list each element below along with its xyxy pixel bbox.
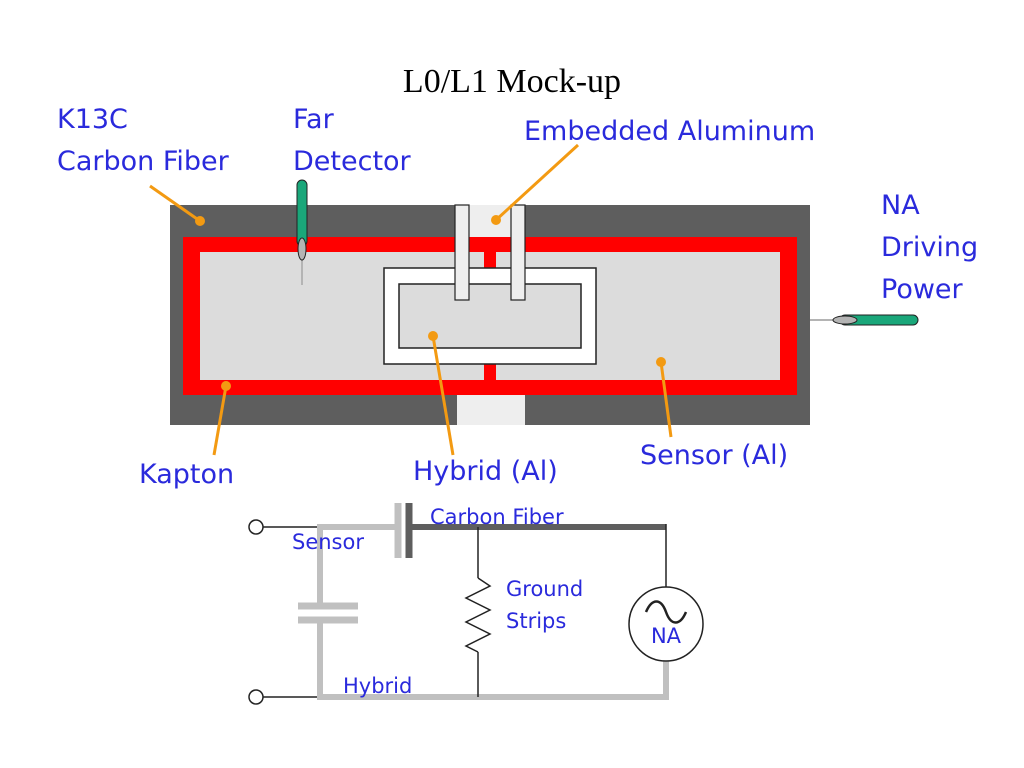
kapton-divider-top	[484, 252, 496, 272]
leader-dots	[195, 215, 666, 391]
label-na-1: NA	[881, 190, 920, 221]
power-probe-tip	[832, 315, 858, 325]
label-carbon-fiber-2: Carbon Fiber	[57, 146, 230, 177]
circuit-label-hybrid: Hybrid	[343, 674, 412, 698]
dot-hybrid	[428, 331, 438, 341]
cross-section	[170, 204, 810, 425]
far-detector-probe	[296, 179, 308, 285]
dot-kapton	[221, 381, 231, 391]
label-embedded-aluminum: Embedded Aluminum	[524, 116, 815, 147]
circuit-label-carbon-fiber: Carbon Fiber	[430, 505, 564, 529]
label-sensor: Sensor (Al)	[640, 440, 788, 471]
circuit-label-ground-2: Strips	[506, 609, 566, 633]
circuit-label-na: NA	[651, 624, 682, 648]
page-title: L0/L1 Mock-up	[403, 63, 621, 100]
label-far-detector-2: Detector	[293, 146, 412, 177]
leader-lines	[149, 143, 673, 456]
leader-kapton	[212, 385, 228, 456]
leader-carbon-fiber	[149, 184, 201, 223]
label-na-2: Driving	[881, 232, 978, 263]
hybrid-aluminum	[398, 283, 582, 349]
embedded-aluminum-left-post	[454, 204, 470, 301]
probe-tip	[297, 237, 307, 261]
na-source	[628, 586, 704, 662]
equivalent-circuit	[248, 503, 704, 705]
kapton-divider-bottom	[484, 360, 496, 382]
resistor-zigzag	[464, 577, 492, 653]
circuit-label-sensor: Sensor	[292, 530, 364, 554]
label-hybrid: Hybrid (Al)	[413, 456, 558, 487]
dot-carbon-fiber	[195, 216, 205, 226]
label-carbon-fiber-1: K13C	[57, 104, 128, 135]
embedded-aluminum-bottom	[457, 395, 525, 425]
dot-embedded-aluminum	[491, 215, 501, 225]
probe-body	[296, 179, 308, 247]
sine-wave-icon	[644, 600, 688, 624]
leader-embedded-aluminum	[494, 143, 580, 222]
leader-hybrid	[431, 335, 455, 456]
circuit-label-ground-1: Ground	[506, 577, 583, 601]
terminal-bottom	[248, 689, 264, 705]
terminal-top	[248, 519, 264, 535]
embedded-aluminum-right-post	[510, 204, 526, 301]
na-power-probe	[810, 314, 919, 326]
leader-sensor	[659, 361, 673, 438]
label-na-3: Power	[881, 274, 964, 305]
label-kapton: Kapton	[139, 459, 234, 490]
label-far-detector-1: Far	[293, 104, 335, 135]
dot-sensor	[656, 357, 666, 367]
